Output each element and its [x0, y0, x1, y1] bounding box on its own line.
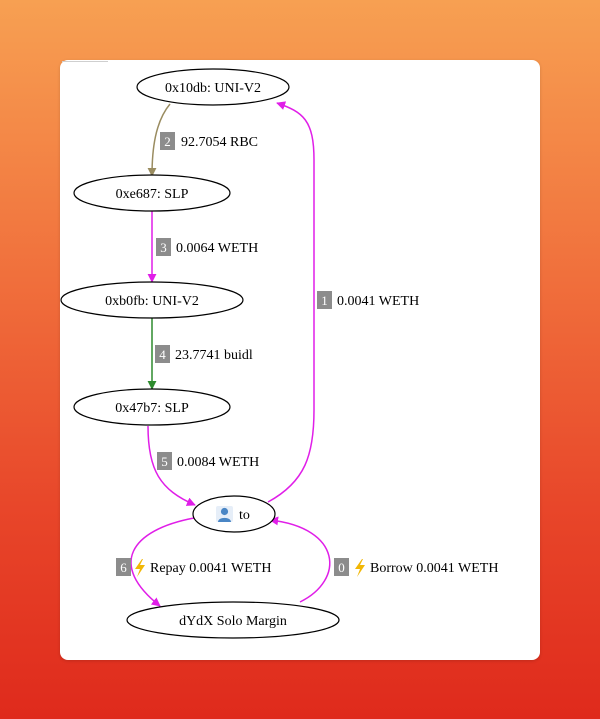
edge-1-line	[267, 101, 315, 503]
edge-6-label: 6 Repay 0.0041 WETH	[116, 558, 271, 577]
lightning-icon	[355, 559, 365, 577]
lightning-icon	[135, 559, 145, 577]
edge-6-line	[130, 517, 195, 607]
edge-2-line	[147, 103, 171, 177]
edge-4-badge	[155, 345, 170, 363]
edge-3-label: 3 0.0064 WETH	[156, 238, 258, 256]
edge-6-amount: Repay 0.0041 WETH	[150, 561, 271, 576]
edge-3-step: 3	[160, 240, 167, 255]
edge-0-badge	[334, 558, 349, 576]
edge-4-label: 4 23.7741 buidl	[155, 345, 253, 363]
node-slp-top-label: 0xe687: SLP	[116, 187, 189, 202]
node-slp-bottom-label: 0x47b7: SLP	[115, 401, 189, 416]
node-uni-v2-top[interactable]: 0x10db: UNI-V2	[136, 68, 290, 106]
edge-1-badge	[317, 291, 332, 309]
edge-3-badge	[156, 238, 171, 256]
edge-2-step: 2	[164, 134, 171, 149]
node-dydx-label: dYdX Solo Margin	[179, 614, 287, 629]
edge-2-badge	[160, 132, 175, 150]
edge-5-badge	[157, 452, 172, 470]
edge-4-step: 4	[159, 347, 166, 362]
node-dydx[interactable]: dYdX Solo Margin	[126, 601, 340, 639]
node-uni-v2-mid[interactable]: 0xb0fb: UNI-V2	[60, 281, 244, 319]
edge-2-label: 2 92.7054 RBC	[160, 132, 258, 150]
edge-6-badge	[116, 558, 131, 576]
person-icon	[216, 506, 233, 522]
edge-1-amount: 0.0041 WETH	[337, 294, 419, 309]
edge-1-step: 1	[321, 293, 328, 308]
edge-6-step: 6	[120, 560, 127, 575]
edge-5-label: 5 0.0084 WETH	[157, 452, 259, 470]
graph-card	[60, 60, 540, 660]
edge-3-amount: 0.0064 WETH	[176, 241, 258, 256]
edge-4-amount: 23.7741 buidl	[175, 348, 253, 363]
edge-0-line	[269, 516, 331, 603]
node-slp-top[interactable]: 0xe687: SLP	[73, 174, 231, 212]
edge-1-label: 1 0.0041 WETH	[317, 291, 419, 309]
node-uni-v2-top-label: 0x10db: UNI-V2	[165, 81, 261, 96]
edge-5-amount: 0.0084 WETH	[177, 455, 259, 470]
node-to-label: to	[239, 508, 250, 523]
edge-0-label: 0 Borrow 0.0041 WETH	[334, 558, 498, 577]
edge-5-line	[147, 425, 196, 506]
edge-2-amount: 92.7054 RBC	[181, 135, 258, 150]
edge-0-step: 0	[338, 560, 345, 575]
edge-0-amount: Borrow 0.0041 WETH	[370, 561, 498, 576]
node-uni-v2-mid-label: 0xb0fb: UNI-V2	[105, 294, 199, 309]
node-slp-bottom[interactable]: 0x47b7: SLP	[73, 388, 231, 426]
card-corner-mark	[62, 61, 108, 62]
edge-5-step: 5	[161, 454, 168, 469]
node-to[interactable]: to	[192, 495, 276, 533]
